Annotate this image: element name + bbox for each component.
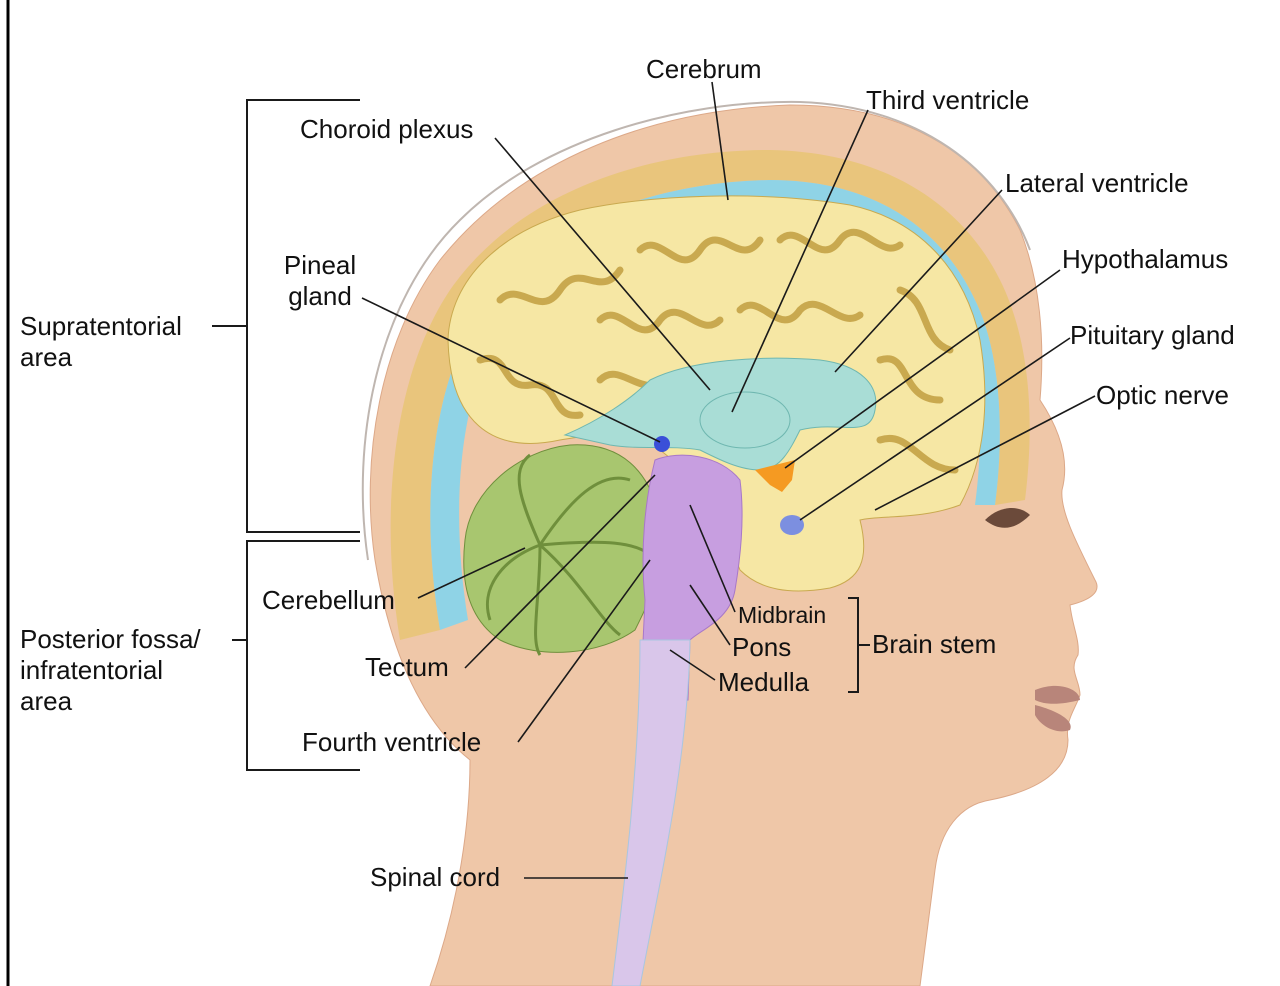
leader-cerebrum xyxy=(711,81,729,201)
spinal-cord-shape xyxy=(611,639,691,986)
scalp-outline xyxy=(361,100,1031,561)
supratentorial-bracket xyxy=(246,99,360,533)
leader-pituitary-gland xyxy=(799,337,1071,521)
label-pituitary-gland: Pituitary gland xyxy=(1070,320,1235,350)
leader-lines xyxy=(361,81,1096,879)
label-lateral-ventricle: Lateral ventricle xyxy=(1005,168,1189,198)
label-supratentorial-line1: Supratentorial xyxy=(20,311,182,341)
label-medulla: Medulla xyxy=(718,667,810,697)
pineal-shape xyxy=(654,436,670,452)
label-posterior-fossa-line3: area xyxy=(20,686,73,716)
leader-fourth-ventricle xyxy=(517,559,651,743)
label-pons: Pons xyxy=(732,632,792,662)
leader-midbrain xyxy=(689,504,736,613)
label-pineal-gland-line1: Pineal xyxy=(283,250,357,280)
label-cerebrum: Cerebrum xyxy=(646,54,762,84)
label-pineal-gland-line2: gland xyxy=(288,281,352,311)
label-hypothalamus: Hypothalamus xyxy=(1062,244,1229,274)
label-cerebellum: Cerebellum xyxy=(262,585,395,615)
leader-optic-nerve xyxy=(874,395,1096,511)
label-supratentorial-line2: area xyxy=(20,342,73,372)
label-brain-stem: Brain stem xyxy=(872,629,997,659)
brackets xyxy=(212,99,870,771)
lips xyxy=(1035,685,1080,732)
cerebellum-folia xyxy=(485,453,657,656)
leader-third-ventricle xyxy=(731,109,869,413)
leader-medulla xyxy=(669,649,716,681)
cerebrum-folds xyxy=(476,229,959,474)
label-choroid-plexus: Choroid plexus xyxy=(300,114,474,144)
optic-chiasm-shape xyxy=(780,515,804,535)
leader-hypothalamus xyxy=(784,269,1061,469)
third-ventricle-shape xyxy=(699,391,791,449)
label-fourth-ventricle: Fourth ventricle xyxy=(302,727,482,757)
leader-choroid-plexus xyxy=(494,137,711,391)
leader-pineal-gland xyxy=(361,297,661,443)
posterior-fossa-bracket xyxy=(246,540,360,771)
leader-lateral-ventricle xyxy=(834,189,1003,373)
leader-tectum xyxy=(464,474,656,669)
label-posterior-fossa: Posterior fossa/ infratentorial area xyxy=(20,624,201,717)
label-midbrain: Midbrain xyxy=(738,602,827,628)
leader-cerebellum xyxy=(417,547,526,599)
label-posterior-fossa-line1: Posterior fossa/ xyxy=(20,624,201,654)
label-optic-nerve: Optic nerve xyxy=(1096,380,1229,410)
label-posterior-fossa-line2: infratentorial xyxy=(20,655,164,685)
label-pineal-gland: Pineal gland xyxy=(270,250,370,312)
label-tectum: Tectum xyxy=(365,652,449,682)
label-supratentorial-area: Supratentorial area xyxy=(20,311,182,373)
eye xyxy=(985,508,1030,528)
leader-pons xyxy=(689,584,731,646)
label-spinal-cord: Spinal cord xyxy=(370,862,501,892)
label-third-ventricle: Third ventricle xyxy=(866,85,1030,115)
